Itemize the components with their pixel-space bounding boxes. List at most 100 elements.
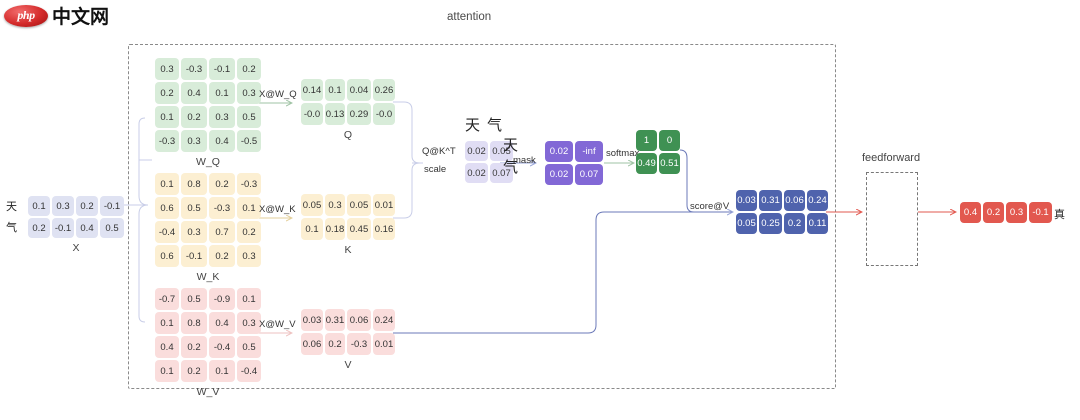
matrix-row: 0.02 0.07	[465, 163, 513, 183]
matrix-cell: -0.3	[155, 130, 179, 152]
matrix-K-grid: 0.05 0.3 0.05 0.01 0.1 0.18 0.45 0.16	[301, 194, 395, 240]
matrix-cell: 0.18	[325, 218, 345, 240]
matrix-cell: 0.06	[301, 333, 323, 355]
matrix-row: 0.1 0.8 0.4 0.3	[155, 312, 261, 334]
matrix-cell: 0.4	[960, 202, 981, 223]
matrix-cell: 0.8	[181, 312, 207, 334]
php-logo-text: php	[17, 8, 35, 22]
matrix-cell: 0.06	[347, 309, 371, 331]
matrix-cell: 0.13	[325, 103, 345, 125]
matrix-cell: 0.6	[155, 245, 179, 267]
matrix-row: 0.1 0.18 0.45 0.16	[301, 218, 395, 240]
matrix-cell: 0.4	[155, 336, 179, 358]
matrix-cell: 0.2	[181, 360, 207, 382]
matrix-row: -0.0 0.13 0.29 -0.0	[301, 103, 395, 125]
matrix-cell: -0.1	[181, 245, 207, 267]
matrix-cell: 0.4	[209, 130, 235, 152]
matrix-cell: 0.02	[465, 141, 488, 161]
matrix-cell: 0.2	[983, 202, 1004, 223]
matrix-cell: 0.05	[301, 194, 323, 216]
matrix-X-caption: X	[72, 242, 80, 254]
matrix-cell: 0.06	[784, 190, 805, 211]
matrix-cell: 0.3	[181, 130, 207, 152]
matrix-cell: 0.4	[209, 312, 235, 334]
matrix-scores-col-label-0: 天	[465, 116, 481, 134]
matrix-cell: 0.4	[76, 218, 98, 238]
matrix-masked: 0.02 -inf 0.02 0.07	[545, 141, 603, 185]
matrix-cell: 0.3	[1006, 202, 1027, 223]
matrix-cell: 1	[636, 130, 657, 151]
matrix-cell: -0.9	[209, 288, 235, 310]
matrix-cell: -0.3	[181, 58, 207, 80]
matrix-cell: 0.2	[181, 336, 207, 358]
matrix-row: 0.1 0.8 0.2 -0.3	[155, 173, 261, 195]
logo-chinese-text: 中文网	[52, 6, 110, 28]
matrix-W_K-caption: W_K	[196, 271, 220, 283]
matrix-cell: 0.7	[209, 221, 235, 243]
matrix-W_K-grid: 0.1 0.8 0.2 -0.3 0.6 0.5 -0.3 0.1 -0.4 0…	[155, 173, 261, 267]
matrix-scores: 天 气 天 气 0.02 0.05 0.02 0.07	[465, 116, 518, 183]
matrix-scores-row-label-0: 天	[503, 136, 519, 154]
matrix-row: -0.3 0.3 0.4 -0.5	[155, 130, 261, 152]
matrix-cell: 0.01	[373, 333, 395, 355]
matrix-row: 0.03 0.31 0.06 0.24	[301, 309, 395, 331]
matrix-softmax: 1 0 0.49 0.51	[636, 130, 680, 174]
matrix-cell: -0.4	[155, 221, 179, 243]
matrix-cell: 0.2	[181, 106, 207, 128]
matrix-V: 0.03 0.31 0.06 0.24 0.06 0.2 -0.3 0.01 V	[301, 309, 395, 371]
matrix-cell: 0.1	[155, 106, 179, 128]
matrix-cell: 0.45	[347, 218, 371, 240]
matrix-cell: 0.01	[373, 194, 395, 216]
matrix-output: 0.4 0.2 0.3 -0.1 真	[960, 202, 1065, 223]
matrix-X-row-label-1: 气	[6, 221, 17, 234]
matrix-V-grid: 0.03 0.31 0.06 0.24 0.06 0.2 -0.3 0.01	[301, 309, 395, 355]
matrix-W_Q-grid: 0.3 -0.3 -0.1 0.2 0.2 0.4 0.1 0.3 0.1 0.…	[155, 58, 261, 152]
matrix-cell: 0.11	[807, 213, 828, 234]
matrix-cell: 0.8	[181, 173, 207, 195]
matrix-cell: 0.02	[545, 141, 573, 162]
matrix-cell: 0.5	[237, 106, 261, 128]
matrix-row: 0.05 0.3 0.05 0.01	[301, 194, 395, 216]
matrix-cell: -0.4	[209, 336, 235, 358]
matrix-cell: 0.1	[155, 173, 179, 195]
op-label-qkt: Q@K^T	[422, 146, 456, 157]
matrix-row: 1 0	[636, 130, 680, 151]
matrix-scores-row-label-1: 气	[503, 158, 519, 176]
matrix-cell: 0.07	[490, 163, 513, 183]
attention-block-frame	[128, 44, 836, 389]
matrix-row: 0.2 -0.1 0.4 0.5	[28, 218, 124, 238]
matrix-cell: -0.1	[100, 196, 124, 216]
matrix-cell: 0.5	[181, 288, 207, 310]
matrix-cell: 0.03	[736, 190, 757, 211]
matrix-cell: 0.3	[325, 194, 345, 216]
matrix-cell: 0.4	[181, 82, 207, 104]
matrix-cell: 0.5	[237, 336, 261, 358]
matrix-cell: 0.1	[237, 288, 261, 310]
matrix-cell: 0.1	[209, 82, 235, 104]
matrix-cell: -0.1	[52, 218, 74, 238]
matrix-row: 0.4 0.2 -0.4 0.5	[155, 336, 261, 358]
matrix-scores-col-label-1: 气	[487, 116, 503, 134]
output-token-label: 真	[1054, 208, 1065, 221]
matrix-cell: -inf	[575, 141, 603, 162]
matrix-cell: -0.7	[155, 288, 179, 310]
matrix-cell: 0.2	[155, 82, 179, 104]
attention-title: attention	[447, 11, 492, 23]
matrix-cell: 0.31	[759, 190, 782, 211]
matrix-cell: 0.24	[807, 190, 828, 211]
matrix-row: 0.02 0.05	[465, 141, 513, 161]
matrix-cell: 0.3	[237, 312, 261, 334]
matrix-Q-caption: Q	[343, 129, 353, 141]
matrix-K: 0.05 0.3 0.05 0.01 0.1 0.18 0.45 0.16 K	[301, 194, 395, 256]
matrix-cell: -0.5	[237, 130, 261, 152]
site-logo: php 中文网	[4, 2, 109, 29]
matrix-cell: -0.0	[373, 103, 395, 125]
matrix-row: 0.14 0.1 0.04 0.26	[301, 79, 395, 101]
matrix-cell: 0.3	[52, 196, 74, 216]
matrix-W_Q: 0.3 -0.3 -0.1 0.2 0.2 0.4 0.1 0.3 0.1 0.…	[155, 58, 261, 168]
matrix-cell: 0.1	[237, 197, 261, 219]
matrix-row: 0.1 0.2 0.3 0.5	[155, 106, 261, 128]
matrix-row: 0.02 -inf	[545, 141, 603, 162]
matrix-row: 0.1 0.2 0.1 -0.4	[155, 360, 261, 382]
matrix-cell: 0.1	[155, 360, 179, 382]
